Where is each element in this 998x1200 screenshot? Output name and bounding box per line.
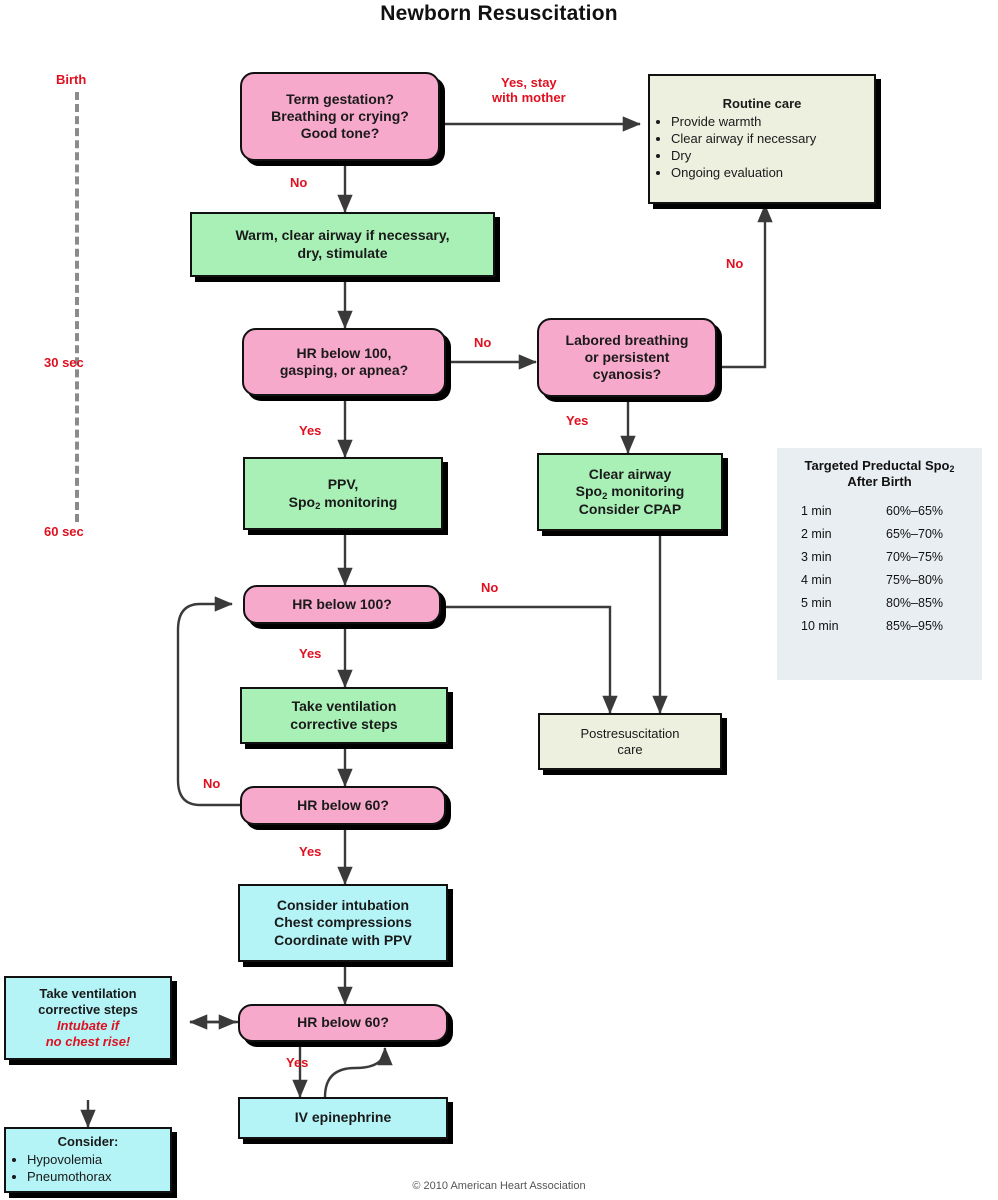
spo2-table: 1 min 60%–65% 2 min 65%–70% 3 min 70%–75… <box>785 500 974 638</box>
node-consider-intubation[interactable]: Consider intubation Chest compressions C… <box>238 884 448 962</box>
take-vent-line2: corrective steps <box>290 715 398 732</box>
labored-line1: Labored breathing <box>565 331 689 348</box>
ppv-line2: Spo2 monitoring <box>288 493 398 513</box>
spo2-time: 10 min <box>801 619 839 633</box>
spo2-time: 4 min <box>801 573 832 587</box>
spo2-heading: Targeted Preductal Spo2 After Birth <box>804 458 955 490</box>
node-labored-breathing[interactable]: Labored breathing or persistent cyanosis… <box>537 318 717 397</box>
node-consider-causes[interactable]: Consider: Hypovolemia Pneumothorax <box>4 1127 172 1193</box>
spo2-range: 60%–65% <box>886 504 944 518</box>
routine-care-list: Provide warmth Clear airway if necessary… <box>656 114 868 180</box>
warm-clear-line2: dry, stimulate <box>297 244 388 261</box>
edge-label-yes-4: Yes <box>299 844 322 859</box>
consider-title: Consider: <box>57 1134 119 1150</box>
consider-list: Hypovolemia Pneumothorax <box>12 1152 164 1185</box>
list-item: Pneumothorax <box>27 1169 164 1185</box>
warm-clear-line1: Warm, clear airway if necessary, <box>235 227 450 244</box>
edge-label-yes-1: Yes <box>299 423 322 438</box>
node-hr-below-60-b[interactable]: HR below 60? <box>238 1004 448 1042</box>
node-warm-clear-airway[interactable]: Warm, clear airway if necessary, dry, st… <box>190 212 495 277</box>
hr100-gasping-line1: HR below 100, <box>296 344 392 361</box>
table-row: 10 min 85%–95% <box>785 615 974 638</box>
term-gestation-line3: Good tone? <box>300 125 380 142</box>
node-clear-airway-cpap[interactable]: Clear airway Spo2 monitoring Consider CP… <box>537 453 723 531</box>
postresus-line1: Postresuscitation <box>580 725 680 741</box>
spo2-range: 75%–80% <box>886 573 944 587</box>
spo2-range: 70%–75% <box>886 550 944 564</box>
spo2-time: 2 min <box>801 527 832 541</box>
hr-below-60-a-label: HR below 60? <box>297 796 389 813</box>
edge-label-no-5: No <box>203 776 221 791</box>
spo2-time: 3 min <box>801 550 832 564</box>
table-row: 2 min 65%–70% <box>785 523 974 546</box>
timeline-label-birth: Birth <box>56 72 87 87</box>
ppv-line1: PPV, <box>327 476 359 493</box>
spo2-range: 65%–70% <box>886 527 944 541</box>
labored-line2: or persistent <box>584 348 670 365</box>
iv-epinephrine-label: IV epinephrine <box>294 1109 392 1126</box>
spo2-time: 1 min <box>801 504 832 518</box>
edge-label-yes-5: Yes <box>286 1055 309 1070</box>
clear-airway-line1: Clear airway <box>588 466 672 483</box>
spo2-time: 5 min <box>801 596 832 610</box>
term-gestation-line2: Breathing or crying? <box>271 107 409 124</box>
left-vent-line4: no chest rise! <box>45 1033 131 1049</box>
node-hr-below-100-gasping[interactable]: HR below 100, gasping, or apnea? <box>242 328 446 396</box>
timeline-label-30sec: 30 sec <box>44 355 84 370</box>
page-title: Newborn Resuscitation <box>380 2 618 25</box>
intubation-line3: Coordinate with PPV <box>274 931 412 948</box>
node-routine-care[interactable]: Routine care Provide warmth Clear airway… <box>648 74 876 204</box>
spo2-range: 80%–85% <box>886 596 944 610</box>
edge-label-no-1: No <box>290 175 308 190</box>
node-postresuscitation-care[interactable]: Postresuscitation care <box>538 713 722 770</box>
list-item: Dry <box>671 148 868 164</box>
clear-airway-line2: Spo2 monitoring <box>575 483 685 503</box>
node-iv-epinephrine[interactable]: IV epinephrine <box>238 1097 448 1139</box>
left-vent-line2: corrective steps <box>38 1002 138 1018</box>
intubation-line1: Consider intubation <box>276 897 410 914</box>
copyright-notice: © 2010 American Heart Association <box>412 1180 586 1192</box>
edge-label-yes-2: Yes <box>566 413 589 428</box>
edge-label-yes-3: Yes <box>299 646 322 661</box>
node-term-gestation[interactable]: Term gestation? Breathing or crying? Goo… <box>240 72 440 161</box>
targeted-preductal-spo2-panel: Targeted Preductal Spo2 After Birth 1 mi… <box>777 448 982 680</box>
take-vent-line1: Take ventilation <box>291 698 397 715</box>
list-item: Hypovolemia <box>27 1152 164 1168</box>
node-take-ventilation-corrective-steps[interactable]: Take ventilation corrective steps <box>240 687 448 744</box>
table-row: 3 min 70%–75% <box>785 546 974 569</box>
node-hr-below-100[interactable]: HR below 100? <box>243 585 441 624</box>
spo2-range: 85%–95% <box>886 619 944 633</box>
edge-label-no-4: No <box>481 580 499 595</box>
node-hr-below-60-a[interactable]: HR below 60? <box>240 786 446 825</box>
edge-label-no-3: No <box>726 256 744 271</box>
table-row: 4 min 75%–80% <box>785 569 974 592</box>
labored-line3: cyanosis? <box>592 366 662 383</box>
node-ppv-spo2-monitoring[interactable]: PPV, Spo2 monitoring <box>243 457 443 530</box>
left-vent-line3: Intubate if <box>56 1018 120 1033</box>
node-left-take-ventilation-steps[interactable]: Take ventilation corrective steps Intuba… <box>4 976 172 1060</box>
hr-below-100-label: HR below 100? <box>292 595 392 612</box>
list-item: Clear airway if necessary <box>671 131 868 147</box>
clear-airway-line3: Consider CPAP <box>578 500 682 517</box>
routine-care-title: Routine care <box>722 96 802 112</box>
postresus-line2: care <box>617 741 643 757</box>
edge-label-no-2: No <box>474 335 492 350</box>
table-row: 1 min 60%–65% <box>785 500 974 523</box>
intubation-line2: Chest compressions <box>274 914 412 931</box>
list-item: Provide warmth <box>671 114 868 130</box>
term-gestation-line1: Term gestation? <box>286 90 394 107</box>
list-item: Ongoing evaluation <box>671 165 868 181</box>
hr-below-60-b-label: HR below 60? <box>297 1014 389 1031</box>
hr100-gasping-line2: gasping, or apnea? <box>279 362 409 378</box>
timeline-label-60sec: 60 sec <box>44 524 84 539</box>
edge-label-yes-stay-with-mother: Yes, stay with mother <box>492 75 566 105</box>
left-vent-line1: Take ventilation <box>39 986 137 1002</box>
table-row: 5 min 80%–85% <box>785 592 974 615</box>
timeline-dashed-line <box>75 92 79 522</box>
